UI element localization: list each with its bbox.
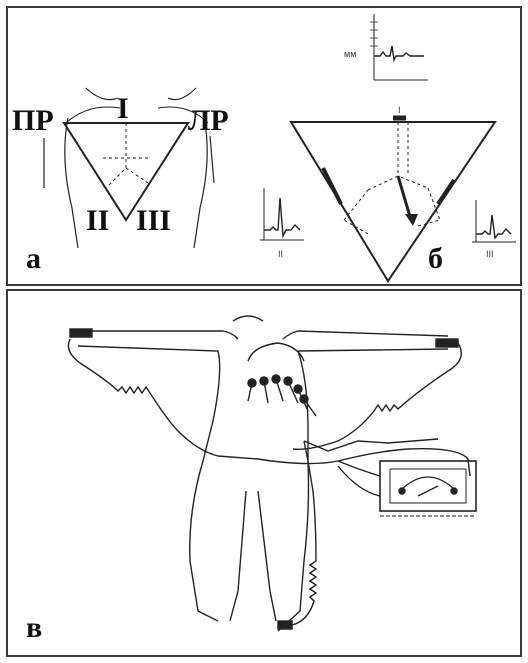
galvanometer-dot-2 <box>451 488 457 494</box>
heart-vector <box>398 176 411 220</box>
right-arm-line <box>210 136 214 183</box>
electrode-right-arm <box>70 329 92 337</box>
scale-label: мм <box>344 50 356 59</box>
trace-III-label: III <box>486 250 494 259</box>
body-circuit-figure <box>8 291 524 659</box>
heart-vector-head <box>405 214 418 226</box>
lead-I-label: I <box>117 94 129 124</box>
projection-triangle <box>291 122 495 281</box>
projection-lines <box>344 122 440 234</box>
lead-left-arm-label: ЛР <box>188 106 229 136</box>
wire-leg <box>292 441 316 625</box>
lead-right-arm-label: ПР <box>12 106 54 136</box>
lead-II-label: II <box>86 206 109 236</box>
chest-wires <box>248 343 316 416</box>
ecg-trace-III <box>472 200 516 242</box>
panel-c-label: в <box>26 613 42 643</box>
cable-main <box>258 449 470 476</box>
electrode-leg <box>278 621 292 629</box>
galvanometer-inner <box>390 469 466 503</box>
panel-a-label: а <box>26 244 41 274</box>
ecg-trace-II <box>260 188 304 240</box>
torso-outline <box>86 88 196 100</box>
lead-III-label: III <box>136 206 171 236</box>
projection-II <box>323 168 341 204</box>
galvanometer-arc <box>400 477 456 491</box>
wire-left-arm <box>293 343 461 449</box>
body-outline <box>78 316 448 631</box>
ecg-trace-I <box>370 14 428 80</box>
galvanometer-switch <box>418 486 438 496</box>
panel-bottom: в <box>6 289 522 657</box>
triangle-inner-lines <box>103 123 148 186</box>
clavicle-left <box>66 107 120 123</box>
trace-II-label: II <box>278 250 283 259</box>
projection-III <box>438 180 454 204</box>
chest-electrodes <box>248 375 308 403</box>
torso-right-side <box>194 118 207 248</box>
panel-top: ПР ЛР I II III а мм I II III б <box>6 6 522 286</box>
wire-right-arm <box>68 339 258 459</box>
top-figure <box>8 8 524 288</box>
electrode-left-arm <box>436 339 458 347</box>
box-connector-left <box>338 461 380 496</box>
galvanometer-dot-1 <box>399 488 405 494</box>
trace-I-label: I <box>398 106 401 115</box>
torso-left-side <box>65 118 78 248</box>
panel-b-label: б <box>428 244 443 274</box>
